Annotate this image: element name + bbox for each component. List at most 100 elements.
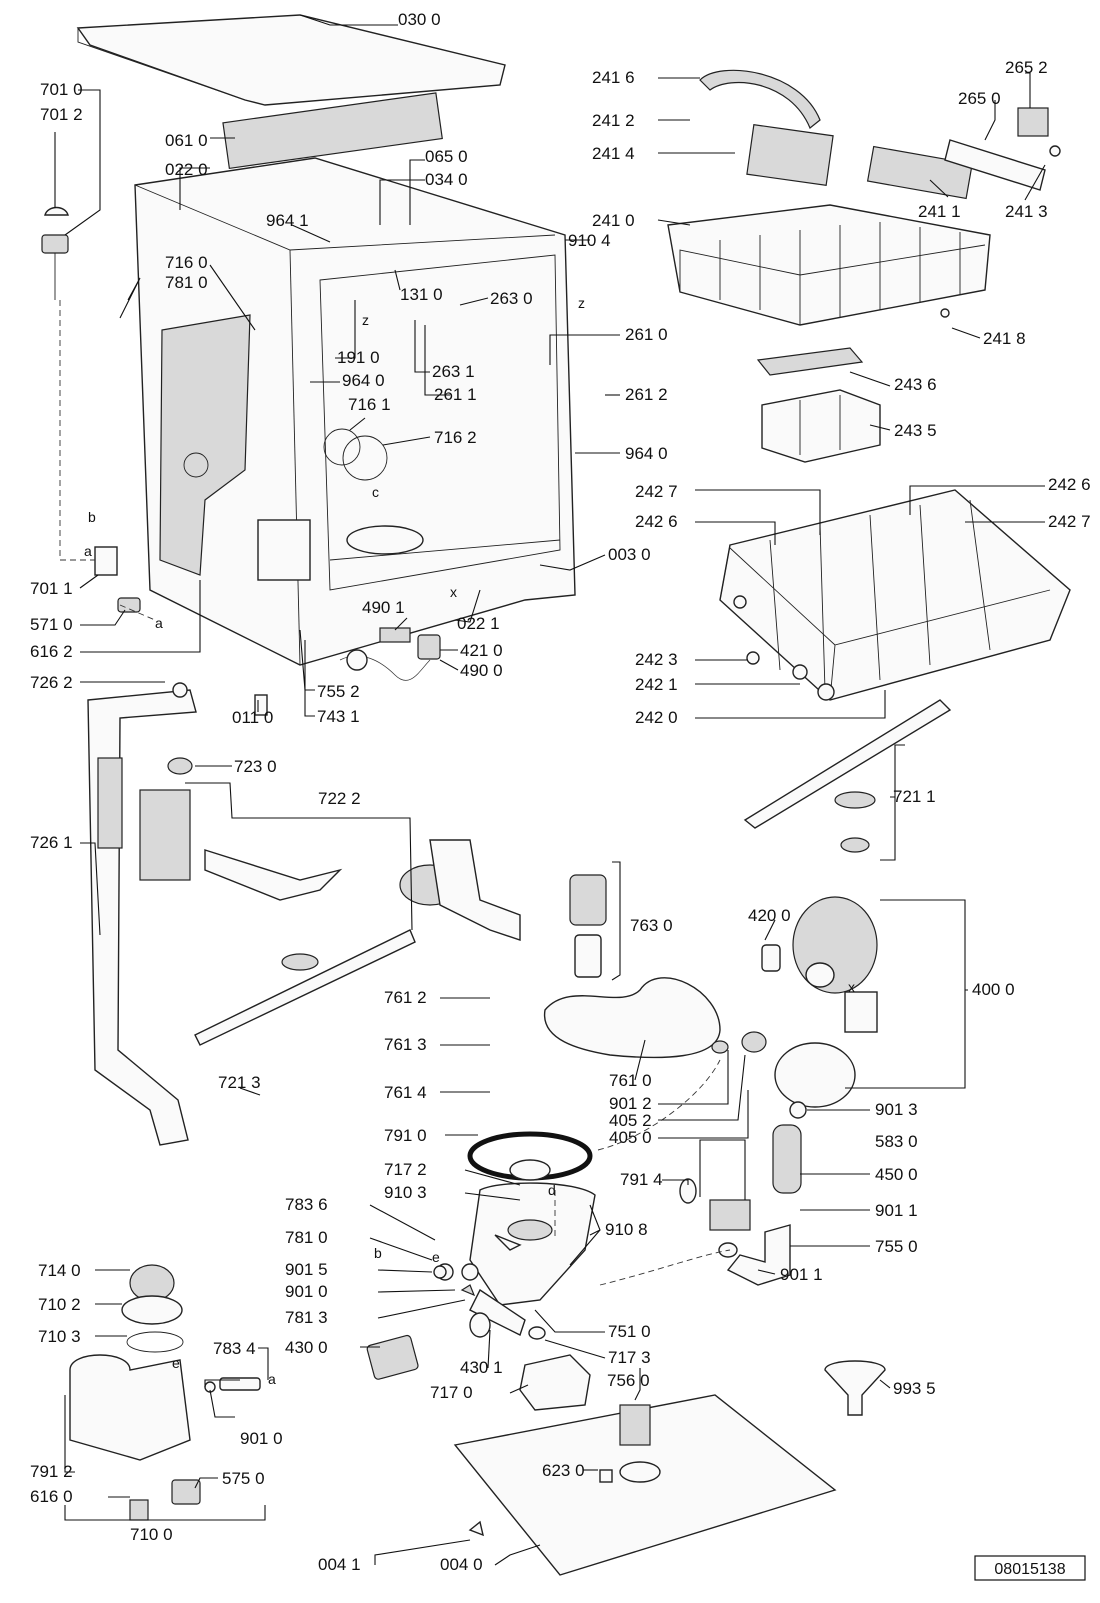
part-label: 901 3 xyxy=(875,1100,918,1119)
part-label: 242 0 xyxy=(635,708,678,727)
part-label: 761 4 xyxy=(384,1083,427,1102)
misc-small-parts xyxy=(41,69,1061,1537)
part-label: 263 0 xyxy=(490,289,533,308)
heater-part xyxy=(772,1101,807,1194)
part-label: 011 0 xyxy=(232,708,273,727)
part-label: 756 0 xyxy=(607,1371,650,1390)
part-label: 717 3 xyxy=(608,1348,651,1367)
reference-letter: z xyxy=(578,295,585,311)
part-label: 430 0 xyxy=(285,1338,328,1357)
part-label: 701 2 xyxy=(40,105,83,124)
part-label: 722 2 xyxy=(318,789,361,808)
cabinet-frame-part xyxy=(134,157,576,666)
reference-letter: x xyxy=(450,584,457,600)
part-label: 781 3 xyxy=(285,1308,328,1327)
part-label: 261 1 xyxy=(434,385,477,404)
part-label: 901 2 xyxy=(609,1094,652,1113)
part-label: 716 0 xyxy=(165,253,208,272)
part-label: 241 1 xyxy=(918,202,961,221)
part-label: 901 5 xyxy=(285,1260,328,1279)
document-number-box: 08015138 xyxy=(974,1555,1086,1581)
reference-letter: a xyxy=(84,543,92,559)
part-label: 755 0 xyxy=(875,1237,918,1256)
part-label: 716 1 xyxy=(348,395,391,414)
part-label: 781 0 xyxy=(285,1228,328,1247)
part-label: 964 0 xyxy=(625,444,668,463)
part-label: 964 0 xyxy=(342,371,385,390)
drain-pump-part xyxy=(366,1334,419,1380)
part-label: 004 0 xyxy=(440,1555,483,1574)
part-label: 781 0 xyxy=(165,273,208,292)
reference-letter: d xyxy=(548,1182,556,1198)
reference-letter: a xyxy=(155,615,163,631)
document-number: 08015138 xyxy=(994,1561,1065,1578)
part-label: 490 1 xyxy=(362,598,405,617)
water-softener-part xyxy=(69,1264,191,1461)
base-tray-part xyxy=(453,1394,837,1576)
part-label: 242 1 xyxy=(635,675,678,694)
reference-letter: b xyxy=(374,1245,382,1261)
part-label: 751 0 xyxy=(608,1322,651,1341)
part-label: 450 0 xyxy=(875,1165,918,1184)
part-label: 241 2 xyxy=(592,111,635,130)
pump-motor-part xyxy=(761,896,878,1108)
part-label: 761 2 xyxy=(384,988,427,1007)
reference-letter: e xyxy=(172,1355,180,1371)
part-label: 717 0 xyxy=(430,1383,473,1402)
part-label: 783 6 xyxy=(285,1195,328,1214)
lower-spray-arm-part xyxy=(194,849,416,1046)
part-label: 242 7 xyxy=(1048,512,1091,531)
cutlery-basket-part xyxy=(756,347,881,463)
leader-lines xyxy=(54,14,1046,1566)
hose-elbow-part xyxy=(726,1224,791,1286)
worktop-part xyxy=(76,14,506,106)
part-label: 242 3 xyxy=(635,650,678,669)
part-label: 755 2 xyxy=(317,682,360,701)
part-label: 901 0 xyxy=(285,1282,328,1301)
part-label: 710 3 xyxy=(38,1327,81,1346)
part-label: 723 0 xyxy=(234,757,277,776)
part-label: 583 0 xyxy=(875,1132,918,1151)
part-label: 241 0 xyxy=(592,211,635,230)
part-label: 791 0 xyxy=(384,1126,427,1145)
salt-funnel-part xyxy=(824,1360,886,1416)
part-label: 743 1 xyxy=(317,707,360,726)
part-label: 265 2 xyxy=(1005,58,1048,77)
reference-letter: e xyxy=(432,1249,440,1265)
filter-plate-part xyxy=(544,977,721,1059)
part-label: 910 3 xyxy=(384,1183,427,1202)
valve-block-part xyxy=(139,789,191,881)
part-label: 726 1 xyxy=(30,833,73,852)
part-label: 783 4 xyxy=(213,1339,256,1358)
part-label: 261 2 xyxy=(625,385,668,404)
part-label: 022 0 xyxy=(165,160,208,179)
sump-part xyxy=(469,1182,596,1336)
part-label: 405 2 xyxy=(609,1111,652,1130)
part-label: 993 5 xyxy=(893,1379,936,1398)
part-label: 003 0 xyxy=(608,545,651,564)
part-label: 061 0 xyxy=(165,131,208,150)
reference-letter: a xyxy=(268,1371,276,1387)
part-label: 616 0 xyxy=(30,1487,73,1506)
filter-part xyxy=(569,874,607,978)
part-label: 901 1 xyxy=(875,1201,918,1220)
part-label: 030 0 xyxy=(398,10,441,29)
part-label: 710 2 xyxy=(38,1295,81,1314)
part-label: 710 0 xyxy=(130,1525,173,1544)
part-label: 034 0 xyxy=(425,170,468,189)
part-label: 714 0 xyxy=(38,1261,81,1280)
drain-pipe-part xyxy=(87,689,197,1146)
part-label: 065 0 xyxy=(425,147,468,166)
part-label: 761 3 xyxy=(384,1035,427,1054)
part-label: 405 0 xyxy=(609,1128,652,1147)
part-label: 717 2 xyxy=(384,1160,427,1179)
part-label: 575 0 xyxy=(222,1469,265,1488)
reference-letter: c xyxy=(372,484,379,500)
part-label: 421 0 xyxy=(460,641,503,660)
part-label: 022 1 xyxy=(457,614,500,633)
part-label: 263 1 xyxy=(432,362,475,381)
part-label: 242 6 xyxy=(635,512,678,531)
part-label: 242 7 xyxy=(635,482,678,501)
part-label: 265 0 xyxy=(958,89,1001,108)
